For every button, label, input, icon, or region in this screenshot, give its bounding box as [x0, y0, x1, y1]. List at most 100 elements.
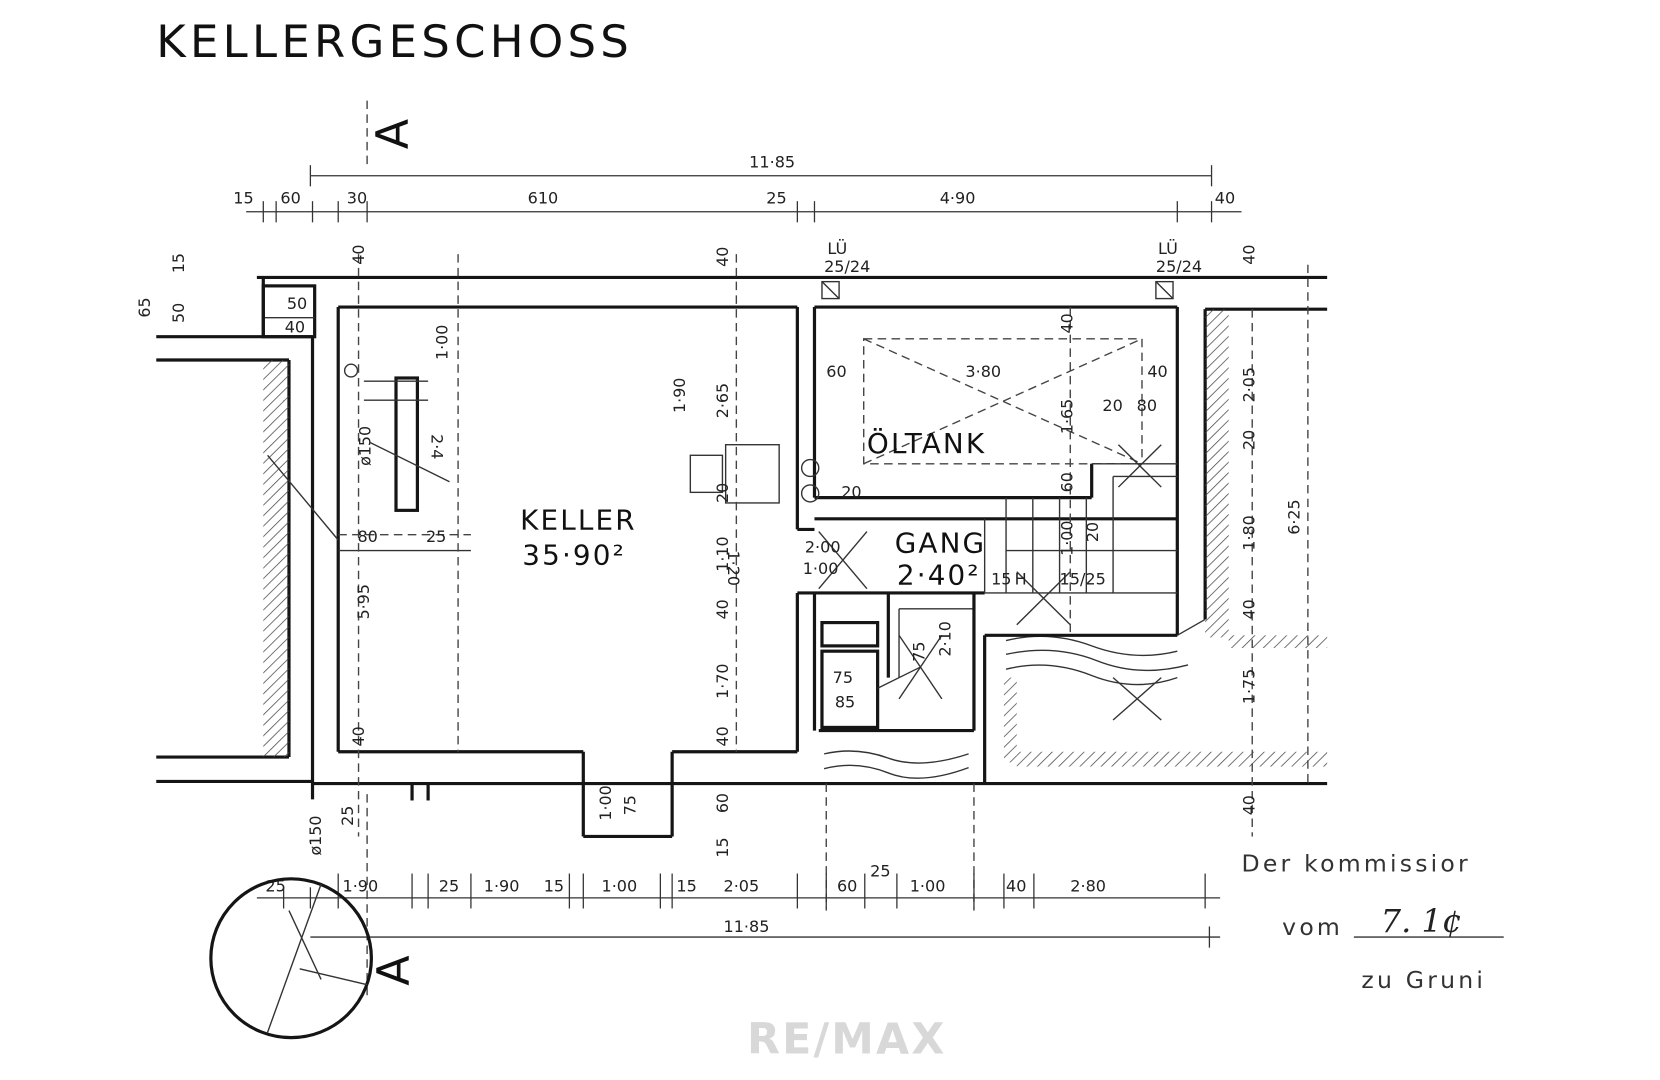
- dim-bottom-15b: 15: [676, 877, 696, 896]
- note-line-3: zu Gruni: [1361, 966, 1486, 994]
- outer-walls: [156, 275, 1328, 839]
- dim-left-595: 5·95: [354, 584, 373, 619]
- dim-bottom-60: 60: [837, 877, 857, 896]
- dim-left-d150: ø150: [355, 426, 374, 466]
- dim-k-170: 1·70: [713, 663, 732, 698]
- vent-right-label: LÜ: [1158, 239, 1178, 258]
- dimension-labels: 15 65 50 40 ø150 80 25 5·95 ø150 25 50 4…: [135, 245, 1304, 858]
- bottom-chain-dimension: 25 1·90 25 1·90 15 1·00 15 2·05 60 25 1·…: [256, 862, 1221, 909]
- dim-bottom-25b: 25: [439, 877, 459, 896]
- vent-right: LÜ 25/24: [1155, 239, 1202, 300]
- remax-watermark: RE/MAX: [747, 1015, 946, 1065]
- interior-dimension-lines: [357, 254, 1309, 911]
- dim-bottom-15a: 15: [544, 877, 564, 896]
- dim-t-100: 1·00: [1057, 521, 1076, 556]
- dim-bottom-190b: 1·90: [484, 877, 520, 896]
- section-marker-bottom: A: [209, 794, 420, 1040]
- corridor: GANG 2·40²: [797, 444, 1189, 784]
- dim-r-40a: 40: [1239, 245, 1258, 265]
- room-keller-area: 35·90²: [522, 538, 626, 571]
- drawing-title: KELLERGESCHOSS: [156, 15, 633, 68]
- commission-note: Der kommissior vom 7. 1¢ zu Gruni: [1242, 850, 1504, 994]
- dim-t-60: 60: [826, 362, 846, 381]
- dim-niche-100: 1·00: [596, 785, 615, 820]
- dim-r-205: 2·05: [1239, 367, 1258, 402]
- dim-top-15: 15: [233, 188, 253, 207]
- hatched-walls: [263, 309, 1328, 767]
- dim-left-40: 40: [349, 245, 368, 265]
- room-gang-area: 2·40²: [897, 559, 981, 592]
- note-line-1: Der kommissior: [1242, 850, 1471, 878]
- dim-k-265: 2·65: [713, 383, 732, 418]
- dim-bottom-205: 2·05: [724, 877, 760, 896]
- dim-r-20: 20: [1239, 430, 1258, 450]
- dim-top-490: 4·90: [940, 188, 976, 207]
- dim-k-100a: 1·00: [432, 325, 451, 360]
- dim-bottom-d150: ø150: [306, 816, 325, 856]
- dim-top-30: 30: [347, 188, 367, 207]
- dim-r-175: 1·75: [1239, 669, 1258, 704]
- dim-bottom-100a: 1·00: [601, 877, 637, 896]
- dim-bottom-total: 11·85: [724, 917, 770, 936]
- dim-t-40a: 40: [1057, 313, 1076, 333]
- dim-k-20: 20: [713, 483, 732, 503]
- section-label-top: A: [366, 118, 419, 149]
- dim-d-85: 2·00: [805, 538, 841, 557]
- dim-t-165: 1·65: [1057, 399, 1076, 434]
- dim-d-200: 1·00: [803, 559, 839, 578]
- top-chain-dimension: 15 60 30 610 25 4·90 40: [233, 188, 1242, 223]
- dim-s-75: 85: [835, 692, 855, 711]
- dim-left-65: 65: [135, 297, 154, 317]
- room-gang-name: GANG: [895, 527, 986, 560]
- dim-k-190: 1·90: [670, 378, 689, 413]
- dim-beam-24: 2·4: [427, 434, 446, 459]
- dim-t-1525: 15/25: [1060, 570, 1106, 589]
- vent-left-label: LÜ: [827, 239, 847, 258]
- dim-k-40b: 40: [713, 599, 732, 619]
- heater-unit: [689, 444, 820, 504]
- dim-bottom-left-25: 25: [338, 806, 357, 826]
- dim-t-80: 80: [1137, 396, 1157, 415]
- dim-chimney-50: 50: [287, 294, 307, 313]
- dim-left-15: 15: [169, 253, 188, 273]
- dim-top-40: 40: [1215, 188, 1235, 207]
- dim-left-80: 80: [357, 527, 377, 546]
- top-total-dimension: 11·85: [309, 152, 1213, 187]
- dim-bottom-40: 40: [1006, 877, 1026, 896]
- dim-t-h: H: [1015, 570, 1027, 589]
- dim-bottom-280: 2·80: [1070, 877, 1106, 896]
- bottom-total-dimension: 11·85: [310, 917, 1221, 948]
- dim-top-25: 25: [766, 188, 786, 207]
- dim-s-100: 75: [833, 668, 853, 687]
- dim-t-20b: 20: [841, 483, 861, 502]
- room-keller-name: KELLER: [520, 504, 637, 537]
- dim-k-40d: 40: [349, 726, 368, 746]
- dim-c-100: 75: [910, 642, 929, 662]
- dim-c-75: 2·10: [935, 621, 954, 656]
- oil-tank: ÖLTANK: [814, 338, 1178, 500]
- dim-top-60: 60: [280, 188, 300, 207]
- dim-niche-75: 75: [621, 795, 640, 815]
- section-marker-top: A: [366, 100, 419, 170]
- dim-r-40c: 40: [1239, 795, 1258, 815]
- dim-bottom-190a: 1·90: [342, 877, 378, 896]
- dim-k-40c: 40: [713, 726, 732, 746]
- vent-right-size: 25/24: [1156, 257, 1202, 276]
- room-oeltank-name: ÖLTANK: [867, 426, 986, 460]
- dim-left-25: 25: [426, 527, 446, 546]
- dim-t-60b: 60: [1057, 472, 1076, 492]
- dim-c-210: 1·20: [724, 551, 743, 586]
- dim-r-180: 1·80: [1239, 515, 1258, 550]
- vent-left-size: 25/24: [824, 257, 870, 276]
- vent-left: LÜ 25/24: [821, 239, 870, 300]
- dim-bottom-25c: 25: [870, 862, 890, 881]
- dim-k-15: 15: [713, 837, 732, 857]
- keller-fixtures: [267, 363, 471, 552]
- dim-r-625: 6·25: [1284, 499, 1303, 534]
- dim-top-total: 11·85: [749, 152, 795, 171]
- dim-t-20: 20: [1102, 396, 1122, 415]
- dim-chimney-40: 40: [285, 318, 305, 337]
- section-label-bottom: A: [367, 955, 420, 986]
- dim-bottom-100b: 1·00: [910, 877, 946, 896]
- dim-k-60: 60: [713, 793, 732, 813]
